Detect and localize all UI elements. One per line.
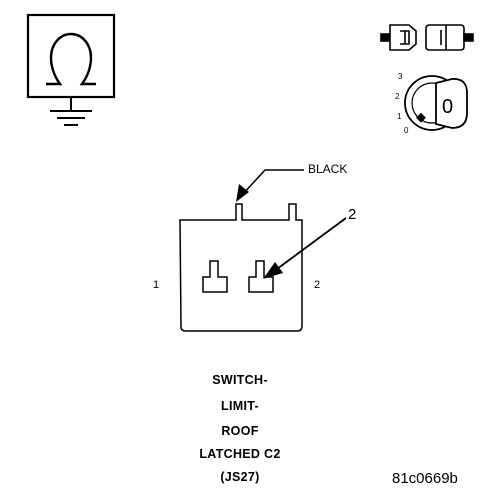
connector-cavity-1 [202, 260, 228, 293]
connector-cavity-2 [248, 260, 274, 293]
ignition-key-off-icon: 3 2 1 0 0 [395, 72, 468, 135]
connector-face [179, 203, 303, 332]
caption-line-2: LIMIT- [221, 399, 259, 413]
connector-color-label: BLACK [308, 162, 347, 176]
ignition-position-3: 3 [398, 72, 403, 81]
caption-line-4: LATCHED C2 [199, 447, 281, 461]
caption-line-1: SWITCH- [212, 373, 268, 387]
disconnected-connector-icon [380, 24, 474, 51]
pin-callout-number: 2 [348, 206, 356, 223]
pin-label-2: 2 [314, 279, 320, 291]
caption-line-3: ROOF [221, 424, 259, 438]
ohm-symbol-icon [26, 13, 116, 126]
caption-line-5: (JS27) [220, 470, 260, 484]
pin-label-1: 1 [153, 279, 159, 291]
color-label-leader [236, 169, 304, 202]
ignition-position-2: 2 [395, 92, 400, 101]
ignition-key-label: 0 [442, 96, 453, 118]
figure-reference-code: 81c0669b [392, 470, 458, 487]
ignition-position-1: 1 [397, 112, 402, 121]
pin-callout-arrow [263, 217, 347, 279]
ignition-position-0: 0 [404, 126, 409, 135]
